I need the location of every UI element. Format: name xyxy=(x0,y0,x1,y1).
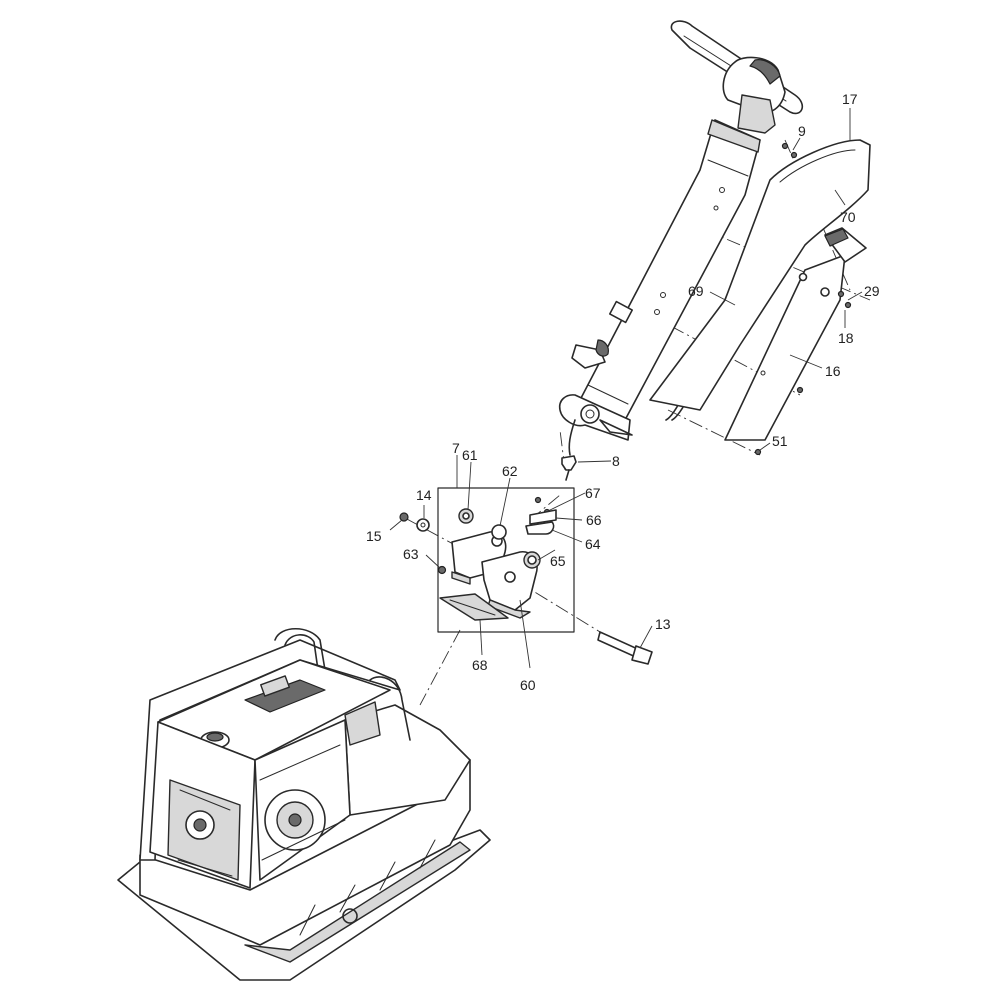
leader-lines xyxy=(389,108,863,669)
callout-8: 8 xyxy=(612,453,620,469)
callout-64: 64 xyxy=(585,536,601,552)
handle-guard xyxy=(724,227,867,441)
callout-13: 13 xyxy=(655,616,671,632)
callout-15: 15 xyxy=(366,528,382,544)
callout-29: 29 xyxy=(864,283,880,299)
callout-7: 7 xyxy=(452,440,460,456)
callout-61: 61 xyxy=(462,447,478,463)
callout-69: 69 xyxy=(688,283,704,299)
handle-assembly xyxy=(558,20,804,456)
callout-66: 66 xyxy=(586,512,602,528)
callout-14: 14 xyxy=(416,487,432,503)
bolt-8 xyxy=(561,455,577,481)
callout-9: 9 xyxy=(798,123,806,139)
callouts: 17 9 70 69 29 18 16 51 7 61 62 8 14 67 6… xyxy=(366,91,880,693)
callout-67: 67 xyxy=(585,485,601,501)
long-bolt-13 xyxy=(597,631,653,665)
callout-70: 70 xyxy=(840,209,856,225)
bracket-kit xyxy=(437,487,575,633)
callout-68: 68 xyxy=(472,657,488,673)
callout-62: 62 xyxy=(502,463,518,479)
callout-51: 51 xyxy=(772,433,788,449)
upper-fasteners xyxy=(754,142,852,456)
washer-and-bolt xyxy=(399,512,430,532)
callout-17: 17 xyxy=(842,91,858,107)
callout-65: 65 xyxy=(550,553,566,569)
callout-63: 63 xyxy=(403,546,419,562)
plate-compactor xyxy=(117,627,491,981)
callout-60: 60 xyxy=(520,677,536,693)
callout-16: 16 xyxy=(825,363,841,379)
cover-panel xyxy=(649,139,871,411)
callout-18: 18 xyxy=(838,330,854,346)
